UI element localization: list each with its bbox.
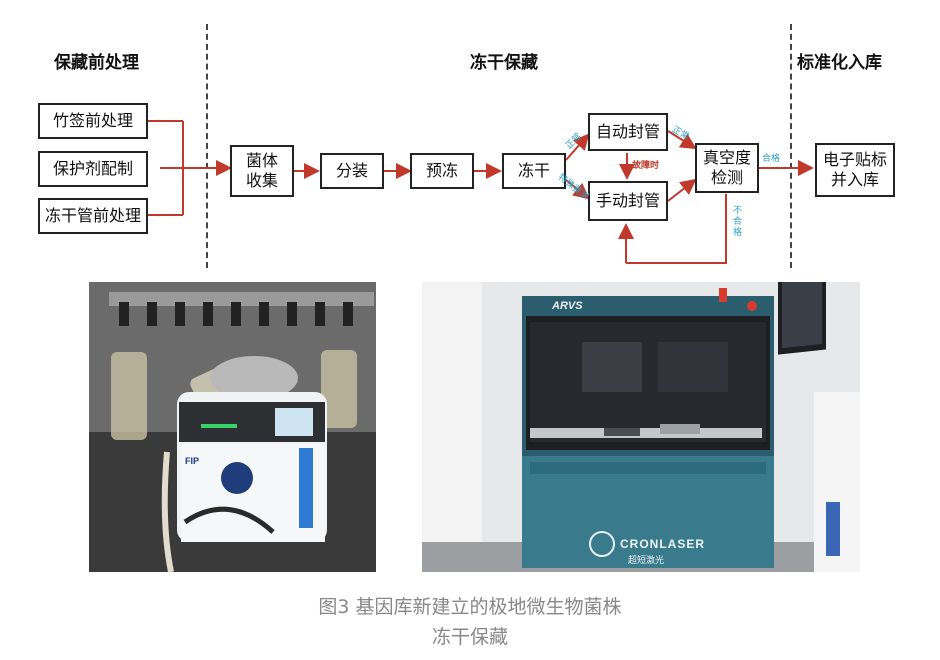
figure-caption-line2: 冻干保藏	[431, 626, 508, 648]
figure-caption-line1: 图3 基因库新建立的极地微生物菌株	[318, 596, 622, 618]
box-vacuum-line2: 检测	[710, 168, 743, 187]
box-label-line2: 并入库	[830, 170, 879, 189]
divider-left	[206, 24, 208, 268]
box-tube: 冻干管前处理	[38, 198, 148, 234]
arrow-manual-vacuum	[667, 178, 697, 202]
box-protectant: 保护剂配制	[38, 151, 148, 187]
box-vacuum: 真空度 检测	[695, 143, 759, 193]
section-title-pre: 保藏前处理	[54, 53, 139, 73]
section-title-freeze: 冻干保藏	[470, 53, 538, 73]
brand-cronlaser-cn: 超短激光	[628, 556, 665, 566]
box-prefreeze: 预冻	[410, 153, 474, 189]
box-bamboo: 竹签前处理	[38, 103, 148, 139]
brand-arvs: ARVS	[552, 300, 583, 312]
label-qualified: 合格	[762, 154, 781, 164]
box-label: 电子贴标 并入库	[815, 143, 895, 197]
box-freezedry: 冻干	[502, 153, 566, 189]
brand-cronlaser: CRONLASER	[620, 537, 706, 551]
box-label-line1: 电子贴标	[822, 150, 887, 169]
label-fault: 故障时	[632, 161, 660, 171]
box-manual-seal: 手动封管	[588, 181, 668, 221]
brand-fip: FIP	[185, 456, 200, 466]
flow-arrows	[148, 120, 814, 264]
box-dispense: 分装	[320, 153, 384, 189]
box-auto-seal: 自动封管	[588, 113, 668, 151]
photo-laser-sealer: ARVS CRONLASER 超短激光	[422, 282, 860, 572]
section-title-storage: 标准化入库	[797, 53, 882, 73]
label-unqualified: 不合格	[733, 206, 743, 238]
label-normal-a: 正常	[564, 131, 584, 152]
box-collect: 菌体 收集	[230, 145, 294, 197]
divider-right	[790, 24, 792, 268]
label-normal-b: 正常	[669, 124, 691, 143]
photo-freeze-dryer: FIP	[89, 282, 376, 572]
box-collect-line2: 收集	[245, 171, 278, 190]
box-vacuum-line1: 真空度	[702, 148, 751, 167]
box-collect-line1: 菌体	[245, 151, 278, 170]
